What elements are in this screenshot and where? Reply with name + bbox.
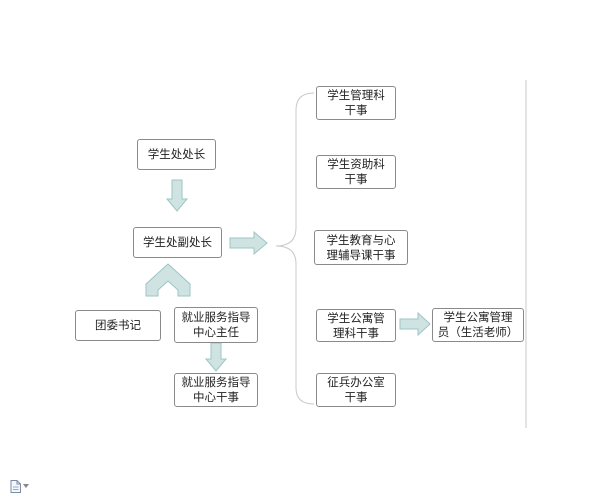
conscription-office-officer-line-1: 征兵办公室: [327, 375, 385, 389]
dropdown-caret-icon: [23, 484, 29, 488]
education-counseling-officer-box: 学生教育与心 理辅导课干事: [314, 230, 408, 265]
director-box: 学生处处长: [137, 139, 216, 170]
employment-center-director-line-2: 中心主任: [193, 325, 239, 339]
student-management-officer-line-1: 学生管理科: [327, 88, 385, 102]
employment-center-officer-box: 就业服务指导 中心干事: [174, 373, 258, 407]
right-arrow-dormitory: [399, 311, 431, 337]
student-management-officer-line-2: 干事: [344, 103, 368, 117]
deputy-director-box: 学生处副处长: [133, 227, 222, 258]
dormitory-management-officer-line-2: 理科干事: [333, 325, 379, 340]
deputy-director-label: 学生处副处长: [143, 235, 212, 249]
employment-center-officer-line-1: 就业服务指导: [181, 375, 251, 389]
right-arrow-deputy-to-officers: [229, 230, 268, 256]
dormitory-manager-line-2: 员（生活老师）: [437, 325, 519, 339]
student-management-officer-box: 学生管理科 干事: [316, 86, 396, 120]
bracket-connector: [275, 92, 315, 405]
down-arrow-employment-center: [204, 342, 228, 372]
dormitory-manager-line-1: 学生公寓管理: [443, 310, 513, 324]
dormitory-management-officer-box: 学生公寓管 理科干事: [316, 309, 396, 342]
split-arrow-deputy-to-subordinates: [145, 263, 191, 297]
dormitory-manager-box: 学生公寓管理 员（生活老师）: [432, 308, 524, 342]
student-aid-officer-line-1: 学生资助科: [327, 157, 385, 171]
student-aid-officer-box: 学生资助科 干事: [316, 155, 396, 189]
employment-center-officer-line-2: 中心干事: [193, 390, 239, 404]
conscription-office-officer-line-2: 干事: [344, 390, 368, 404]
education-counseling-officer-line-1: 学生教育与心: [326, 232, 396, 247]
youth-league-secretary-label: 团委书记: [95, 318, 141, 332]
document-icon: [10, 479, 21, 493]
down-arrow-director-to-deputy: [165, 179, 189, 212]
youth-league-secretary-box: 团委书记: [75, 310, 161, 341]
document-options[interactable]: [10, 479, 36, 493]
student-aid-officer-line-2: 干事: [344, 172, 368, 186]
conscription-office-officer-box: 征兵办公室 干事: [316, 373, 396, 407]
dormitory-management-officer-line-1: 学生公寓管: [327, 310, 385, 325]
director-label: 学生处处长: [147, 147, 206, 161]
education-counseling-officer-line-2: 理辅导课干事: [326, 247, 396, 262]
employment-center-director-box: 就业服务指导 中心主任: [174, 307, 258, 343]
employment-center-director-line-1: 就业服务指导: [181, 310, 251, 324]
